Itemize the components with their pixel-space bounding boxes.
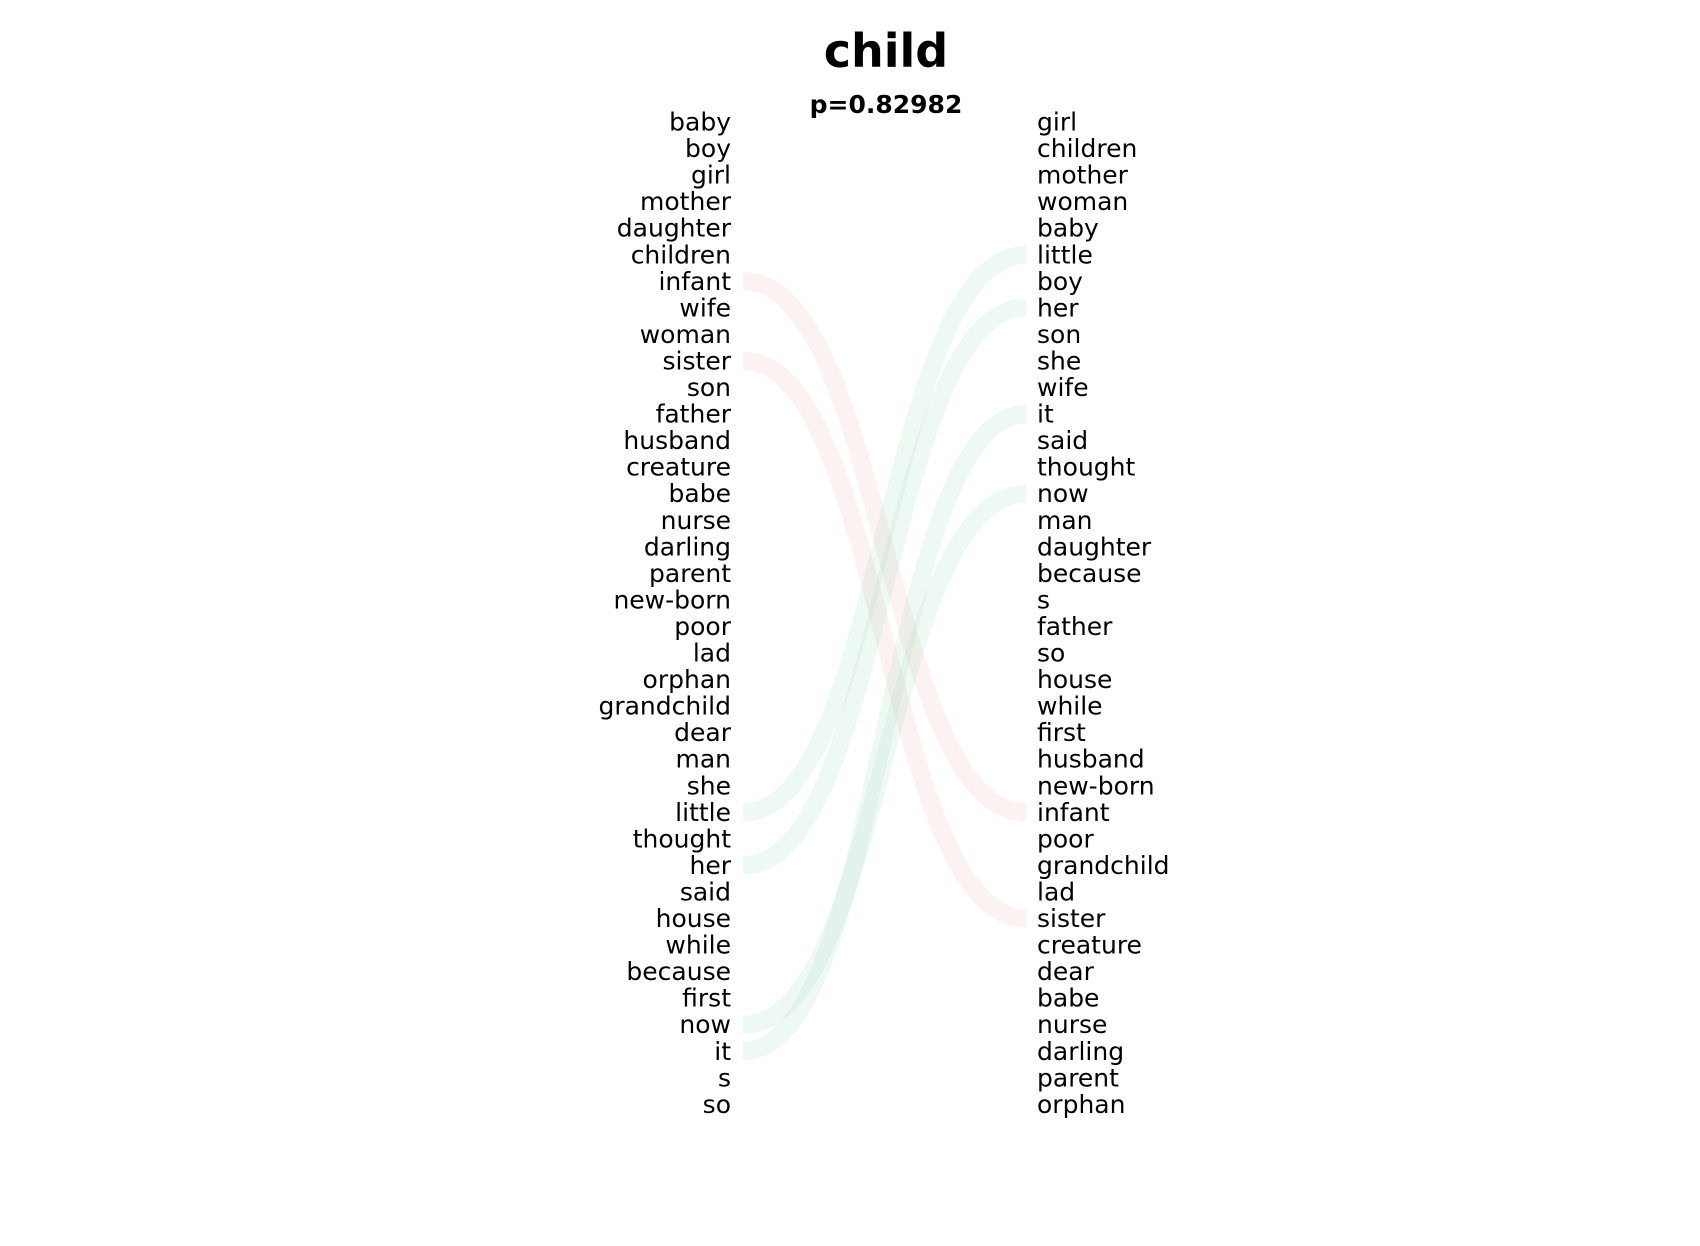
left-word-label: daughter <box>617 214 732 243</box>
left-word-label: her <box>689 851 731 880</box>
links-layer <box>742 245 1027 1061</box>
left-word-label: new-born <box>613 585 731 614</box>
right-word-label: orphan <box>1037 1090 1125 1119</box>
left-word-label: lad <box>693 639 731 668</box>
right-word-label: so <box>1037 639 1065 668</box>
chart-subtitle: p=0.82982 <box>809 90 963 119</box>
right-word-label: sister <box>1037 904 1106 933</box>
left-word-label: now <box>679 1010 731 1039</box>
left-word-label: because <box>626 957 731 986</box>
left-word-label: thought <box>633 824 732 853</box>
right-word-label: man <box>1037 506 1093 535</box>
right-word-label: nurse <box>1037 1010 1107 1039</box>
rank-link-infant <box>742 272 1027 822</box>
left-word-label: creature <box>626 453 731 482</box>
left-word-label: darling <box>644 532 731 561</box>
right-word-label: darling <box>1037 1037 1124 1066</box>
right-word-label: it <box>1037 400 1054 429</box>
left-word-label: sister <box>663 346 732 375</box>
left-word-label: said <box>680 877 731 906</box>
left-word-label: husband <box>623 426 731 455</box>
left-word-label: father <box>656 400 732 429</box>
right-word-label: baby <box>1037 214 1099 243</box>
left-word-label: children <box>631 240 731 269</box>
right-word-label: because <box>1037 559 1142 588</box>
left-word-label: nurse <box>661 506 731 535</box>
rank-link-sister <box>742 351 1027 928</box>
left-word-label: baby <box>669 108 731 137</box>
right-word-label: poor <box>1037 824 1094 853</box>
left-word-label: s <box>718 1063 731 1092</box>
right-word-label: son <box>1037 320 1081 349</box>
left-word-label: boy <box>685 134 731 163</box>
rank-link-her <box>742 298 1027 875</box>
right-word-list: girlchildrenmotherwomanbabylittleboyhers… <box>1037 108 1170 1119</box>
rank-link-now <box>742 484 1027 1034</box>
right-word-label: s <box>1037 585 1050 614</box>
left-word-label: so <box>703 1090 731 1119</box>
left-word-label: woman <box>640 320 731 349</box>
left-word-label: house <box>656 904 731 933</box>
left-word-label: dear <box>674 718 732 747</box>
right-word-label: creature <box>1037 931 1142 960</box>
right-word-label: while <box>1037 692 1103 721</box>
right-word-label: first <box>1037 718 1086 747</box>
rank-link-it <box>742 405 1027 1061</box>
left-word-label: while <box>665 931 731 960</box>
left-word-label: first <box>682 984 731 1013</box>
right-word-label: infant <box>1037 798 1110 827</box>
right-word-label: new-born <box>1037 771 1155 800</box>
right-word-label: boy <box>1037 267 1083 296</box>
rank-link-little <box>742 245 1027 822</box>
right-word-label: babe <box>1037 984 1099 1013</box>
left-word-label: she <box>687 771 731 800</box>
left-word-label: poor <box>674 612 731 641</box>
right-word-label: house <box>1037 665 1112 694</box>
left-word-label: girl <box>691 161 731 190</box>
right-word-label: daughter <box>1037 532 1152 561</box>
right-word-label: father <box>1037 612 1113 641</box>
left-word-label: little <box>675 798 731 827</box>
right-word-label: dear <box>1037 957 1095 986</box>
left-word-label: grandchild <box>598 692 731 721</box>
left-word-label: wife <box>679 293 731 322</box>
right-word-label: her <box>1037 293 1079 322</box>
left-word-label: man <box>675 745 731 774</box>
left-word-label: orphan <box>643 665 731 694</box>
left-word-label: infant <box>658 267 731 296</box>
right-word-label: wife <box>1037 373 1089 402</box>
left-word-list: babyboygirlmotherdaughterchildreninfantw… <box>598 108 731 1119</box>
left-word-label: parent <box>649 559 731 588</box>
chart-title: child <box>823 24 949 78</box>
left-word-label: son <box>687 373 731 402</box>
left-word-label: it <box>714 1037 731 1066</box>
left-word-label: babe <box>669 479 731 508</box>
right-word-label: woman <box>1037 187 1128 216</box>
left-word-label: mother <box>640 187 732 216</box>
right-word-label: said <box>1037 426 1088 455</box>
right-word-label: girl <box>1037 108 1077 137</box>
right-word-label: mother <box>1037 161 1129 190</box>
right-word-label: she <box>1037 346 1081 375</box>
right-word-label: parent <box>1037 1063 1119 1092</box>
right-word-label: husband <box>1037 745 1145 774</box>
right-word-label: grandchild <box>1037 851 1170 880</box>
right-word-label: lad <box>1037 877 1075 906</box>
right-word-label: children <box>1037 134 1137 163</box>
right-word-label: little <box>1037 240 1093 269</box>
right-word-label: now <box>1037 479 1089 508</box>
right-word-label: thought <box>1037 453 1136 482</box>
